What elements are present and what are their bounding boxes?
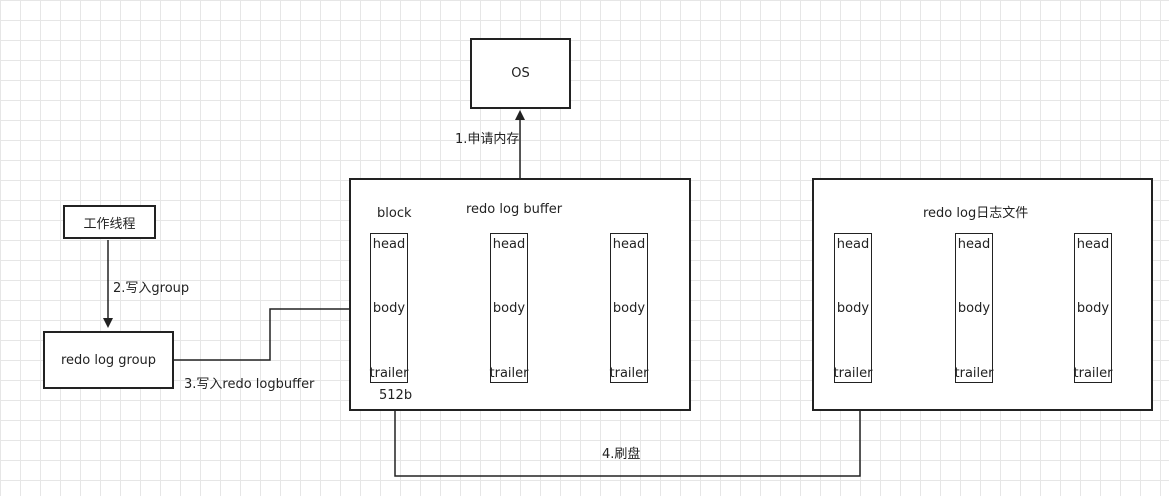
edge-label-step2: 2.写入group [113, 281, 190, 296]
buffer-block-2[interactable]: head body trailer [490, 233, 528, 383]
block-trailer: trailer [954, 366, 994, 381]
block-head: head [492, 237, 526, 252]
block-trailer: trailer [833, 366, 873, 381]
edge-label-step4: 4.刷盘 [602, 447, 641, 462]
block-head: head [836, 237, 870, 252]
redo-log-buffer-title: redo log buffer [466, 202, 563, 217]
redo-log-group-node[interactable]: redo log group [43, 331, 174, 389]
block-trailer: trailer [1073, 366, 1113, 381]
file-block-3[interactable]: head body trailer [1074, 233, 1112, 383]
block-trailer: trailer [609, 366, 649, 381]
edge-label-step1: 1.申请内存 [455, 132, 520, 147]
block-head: head [957, 237, 991, 252]
block-trailer: trailer [369, 366, 409, 381]
block-head: head [372, 237, 406, 252]
edge-step3 [174, 304, 364, 361]
buffer-block-1[interactable]: head body trailer [370, 233, 408, 383]
block-body: body [372, 301, 406, 316]
block-label: block [377, 206, 412, 221]
os-node[interactable]: OS [470, 38, 571, 109]
os-label: OS [511, 66, 530, 81]
block-body: body [612, 301, 646, 316]
worker-thread-label: 工作线程 [83, 216, 136, 232]
redo-log-file-node[interactable]: redo log日志文件 head body trailer head body… [812, 178, 1153, 411]
block-size-label: 512b [379, 388, 413, 403]
block-head: head [612, 237, 646, 252]
edge-step4 [394, 387, 865, 477]
redo-log-file-title: redo log日志文件 [923, 206, 1029, 221]
file-block-1[interactable]: head body trailer [834, 233, 872, 383]
block-body: body [836, 301, 870, 316]
block-body: body [1076, 301, 1110, 316]
block-body: body [957, 301, 991, 316]
buffer-block-3[interactable]: head body trailer [610, 233, 648, 383]
file-block-2[interactable]: head body trailer [955, 233, 993, 383]
block-trailer: trailer [489, 366, 529, 381]
worker-thread-node[interactable]: 工作线程 [63, 205, 156, 239]
block-head: head [1076, 237, 1110, 252]
edge-label-step3: 3.写入redo logbuffer [184, 377, 315, 392]
block-body: body [492, 301, 526, 316]
redo-log-buffer-node[interactable]: redo log buffer block 512b head body tra… [349, 178, 691, 411]
redo-log-group-label: redo log group [60, 352, 157, 368]
